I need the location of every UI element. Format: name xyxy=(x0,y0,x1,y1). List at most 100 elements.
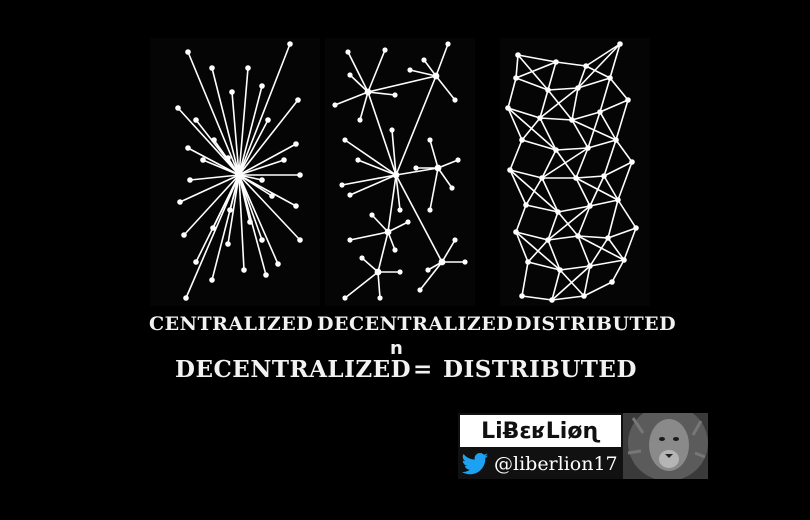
mesh-edge xyxy=(611,259,625,283)
mesh-edge xyxy=(603,161,633,177)
leaf-node xyxy=(259,237,265,243)
equation-right: DISTRIBUTED xyxy=(443,356,637,383)
mesh-node xyxy=(575,233,581,239)
leaf-node xyxy=(293,203,299,209)
leaf-node xyxy=(397,269,403,275)
mesh-edge xyxy=(555,149,577,179)
mesh-edge xyxy=(551,265,591,301)
twitter-bird-icon xyxy=(461,453,488,475)
mesh-node xyxy=(553,59,559,65)
leaf-edge xyxy=(387,221,409,233)
mesh-edge xyxy=(539,117,573,121)
leaf-node xyxy=(275,261,281,267)
leaf-node xyxy=(281,157,287,163)
author-badge: LiɃεʁLiøɳ @liberlion17 xyxy=(458,413,708,479)
spoke-edge xyxy=(238,174,279,265)
leaf-node xyxy=(209,277,215,283)
spoke-edge xyxy=(238,99,299,176)
mesh-edge xyxy=(607,237,625,261)
mesh-edge xyxy=(559,265,591,271)
mesh-node xyxy=(615,197,621,203)
leaf-node xyxy=(263,272,269,278)
mesh-edge xyxy=(557,205,591,213)
twitter-handle[interactable]: @liberlion17 xyxy=(494,453,618,475)
spoke-edge xyxy=(238,119,269,176)
mesh-edge xyxy=(585,65,611,79)
leaf-node xyxy=(209,65,215,71)
mesh-node xyxy=(633,225,639,231)
leaf-node xyxy=(175,105,181,111)
mesh-edge xyxy=(547,87,579,91)
mesh-node xyxy=(575,85,581,91)
mesh-edge xyxy=(599,77,611,113)
leaf-edge xyxy=(359,91,369,121)
mesh-edge xyxy=(539,87,579,119)
mesh-node xyxy=(515,52,521,58)
twitter-handle-row[interactable]: @liberlion17 xyxy=(458,449,623,479)
spoke-edge xyxy=(231,91,240,176)
mesh-edge xyxy=(515,77,549,91)
mesh-edge xyxy=(609,43,621,79)
leaf-edge xyxy=(441,239,456,263)
mesh-edge xyxy=(571,111,601,121)
mesh-node xyxy=(537,115,543,121)
leaf-edge xyxy=(341,174,397,186)
leaf-node xyxy=(183,295,189,301)
leaf-node xyxy=(295,97,301,103)
mesh-edge xyxy=(541,177,559,213)
mesh-edge xyxy=(577,235,609,239)
mesh-node xyxy=(585,145,591,151)
leaf-edge xyxy=(377,271,381,299)
equation-exponent: n xyxy=(390,338,403,359)
mesh-edge xyxy=(547,89,573,121)
leaf-edge xyxy=(349,174,397,196)
author-name: LiɃεʁLiøɳ xyxy=(458,413,623,449)
mesh-edge xyxy=(575,175,605,179)
mesh-edge xyxy=(509,139,523,171)
equation-equals: = xyxy=(413,356,433,383)
mesh-edge xyxy=(527,239,549,263)
mesh-edge xyxy=(547,235,579,241)
mesh-node xyxy=(545,237,551,243)
spoke-edge xyxy=(238,174,301,241)
leaf-node xyxy=(345,49,351,55)
mesh-edge xyxy=(547,61,557,91)
mesh-edge xyxy=(521,295,553,301)
label-distributed: DISTRIBUTED xyxy=(515,313,677,335)
leaf-node xyxy=(389,127,395,133)
mesh-edge xyxy=(509,169,527,206)
leaf-node xyxy=(427,137,433,143)
mesh-edge xyxy=(607,199,619,239)
leaf-node xyxy=(181,232,187,238)
mesh-edge xyxy=(571,87,579,121)
leaf-node xyxy=(177,199,183,205)
leaf-node xyxy=(229,89,235,95)
leaf-node xyxy=(193,259,199,265)
lion-icon xyxy=(623,413,708,479)
hub-link-edge xyxy=(367,91,397,176)
mesh-edge xyxy=(539,117,557,151)
mesh-edge xyxy=(583,281,613,297)
leaf-node xyxy=(245,65,251,71)
leaf-node xyxy=(187,177,193,183)
mesh-node xyxy=(555,209,561,215)
hub-node xyxy=(235,171,243,179)
hub-node xyxy=(364,88,372,96)
mesh-edge xyxy=(583,265,591,297)
mesh-edge xyxy=(547,239,561,271)
spoke-edge xyxy=(238,67,249,176)
leaf-node xyxy=(293,141,299,147)
mesh-edge xyxy=(577,43,621,89)
leaf-edge xyxy=(435,43,449,77)
leaf-node xyxy=(421,57,427,63)
leaf-edge xyxy=(344,271,379,299)
mesh-node xyxy=(519,137,525,143)
mesh-edge xyxy=(515,54,519,79)
leaf-edge xyxy=(344,139,397,176)
leaf-node xyxy=(425,267,431,273)
mesh-node xyxy=(507,167,513,173)
mesh-edge xyxy=(555,147,589,151)
mesh-edge xyxy=(589,237,609,267)
spoke-edge xyxy=(238,43,291,176)
spoke-edge xyxy=(189,174,240,181)
